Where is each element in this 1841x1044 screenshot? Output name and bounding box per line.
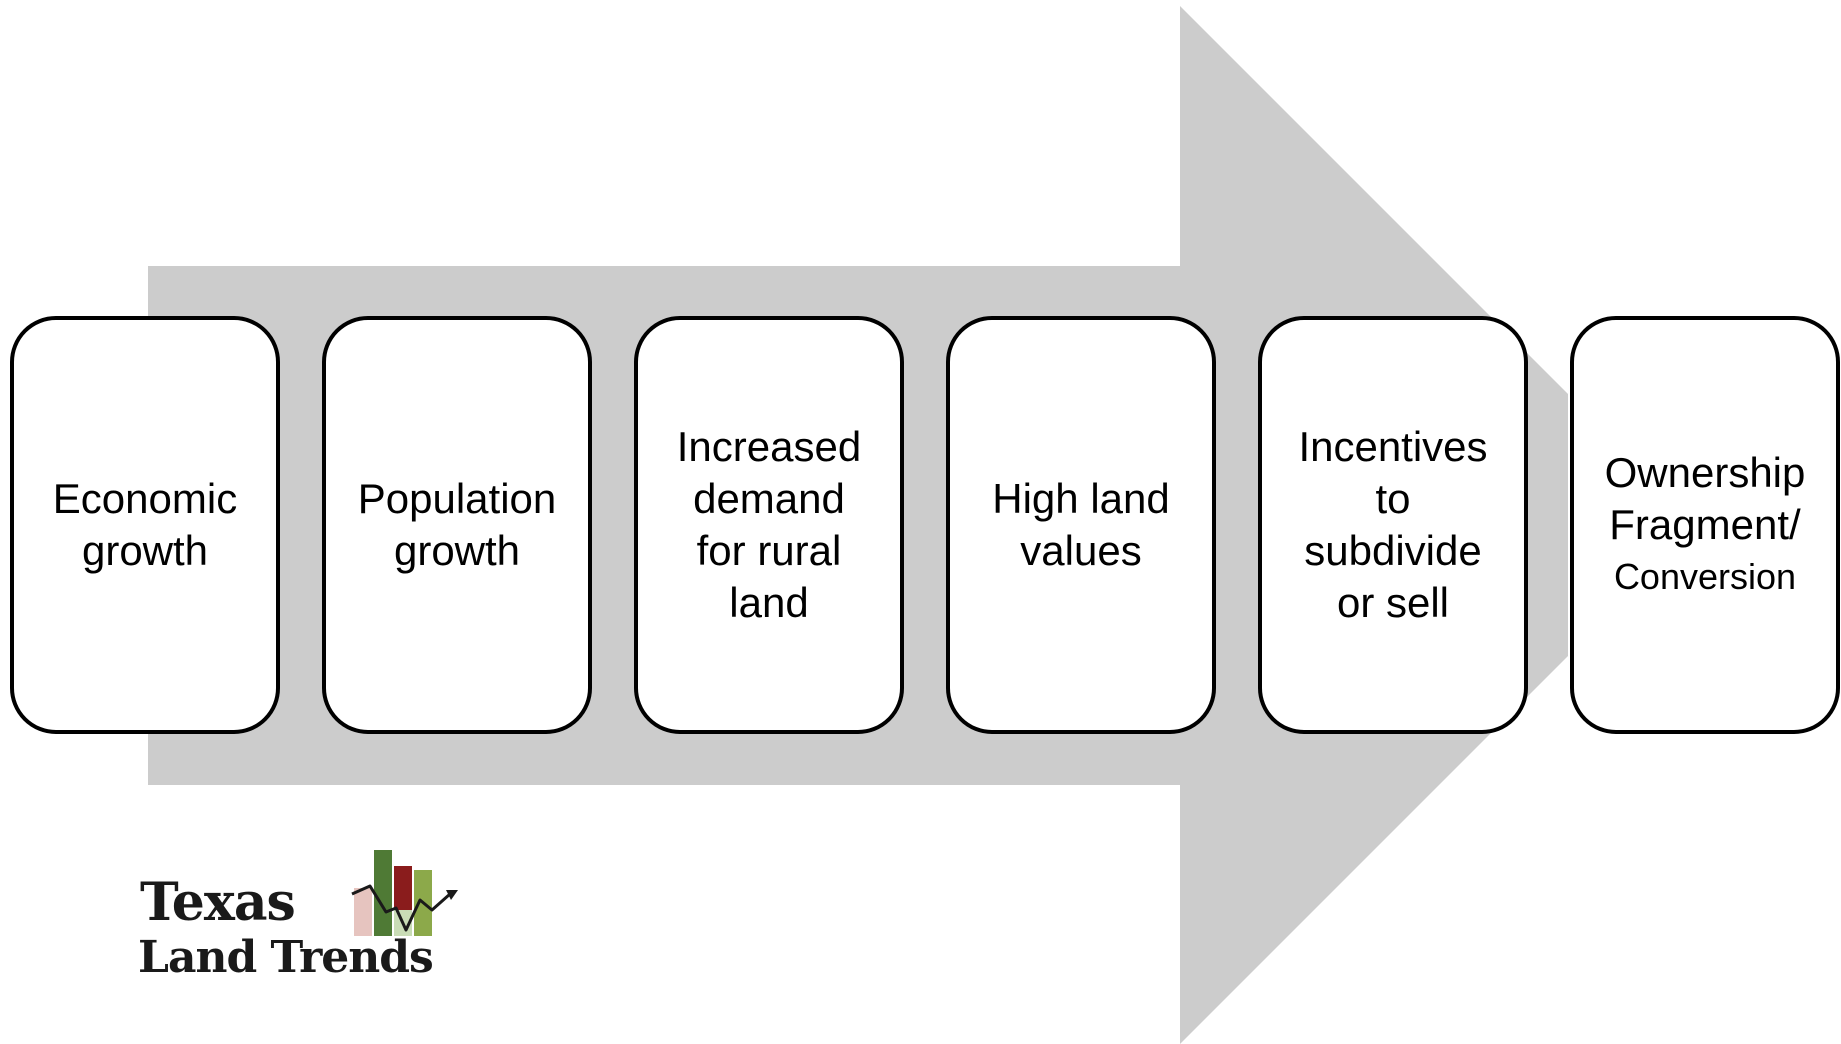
step-incentives: Incentives to subdivide or sell bbox=[1258, 316, 1528, 734]
step-ownership-fragment: Ownership Fragment/ Conversion bbox=[1570, 316, 1840, 734]
logo-bar-dark-green bbox=[374, 850, 392, 936]
step-label: Economic growth bbox=[53, 473, 237, 577]
step-label-line: land bbox=[729, 579, 809, 626]
texas-land-trends-logo: Texas Land Trends bbox=[138, 850, 468, 990]
step-high-land-values: High land values bbox=[946, 316, 1216, 734]
step-population-growth: Population growth bbox=[322, 316, 592, 734]
step-label-line: subdivide bbox=[1304, 527, 1482, 574]
step-label-line: Ownership bbox=[1604, 449, 1806, 496]
step-label-line: Increased bbox=[676, 423, 862, 470]
step-label-line: Conversion bbox=[1613, 556, 1797, 597]
step-label-line: Incentives bbox=[1298, 423, 1488, 470]
logo-bar-dark-red bbox=[394, 866, 412, 910]
step-label-line: values bbox=[1020, 527, 1142, 574]
step-label-line: High land bbox=[992, 475, 1170, 522]
logo-arrowhead bbox=[446, 890, 458, 900]
step-label: Population growth bbox=[358, 473, 557, 577]
step-label-line: demand bbox=[693, 475, 845, 522]
step-economic-growth: Economic growth bbox=[10, 316, 280, 734]
step-label-line: or sell bbox=[1336, 579, 1450, 626]
step-label: Ownership Fragment/ Conversion bbox=[1605, 447, 1806, 603]
step-increased-demand: Increased demand for rural land bbox=[634, 316, 904, 734]
bar-chart-logo-icon bbox=[351, 850, 458, 936]
logo-bar-pink bbox=[354, 888, 372, 936]
step-label-line: growth bbox=[393, 527, 521, 574]
step-label-line: Population bbox=[357, 475, 557, 522]
logo-trend-line bbox=[351, 884, 451, 932]
step-label-line: Fragment/ bbox=[1609, 501, 1801, 548]
step-label-line: growth bbox=[81, 527, 209, 574]
logo-text-texas: Texas bbox=[140, 872, 296, 933]
step-label-line: to bbox=[1375, 475, 1411, 522]
step-label-line: Economic bbox=[52, 475, 238, 522]
step-label: High land values bbox=[992, 473, 1169, 577]
step-label: Increased demand for rural land bbox=[677, 421, 861, 629]
step-label-line: for rural bbox=[696, 527, 842, 574]
step-label: Incentives to subdivide or sell bbox=[1298, 421, 1487, 629]
logo-text-land-trends: Land Trends bbox=[138, 932, 434, 983]
